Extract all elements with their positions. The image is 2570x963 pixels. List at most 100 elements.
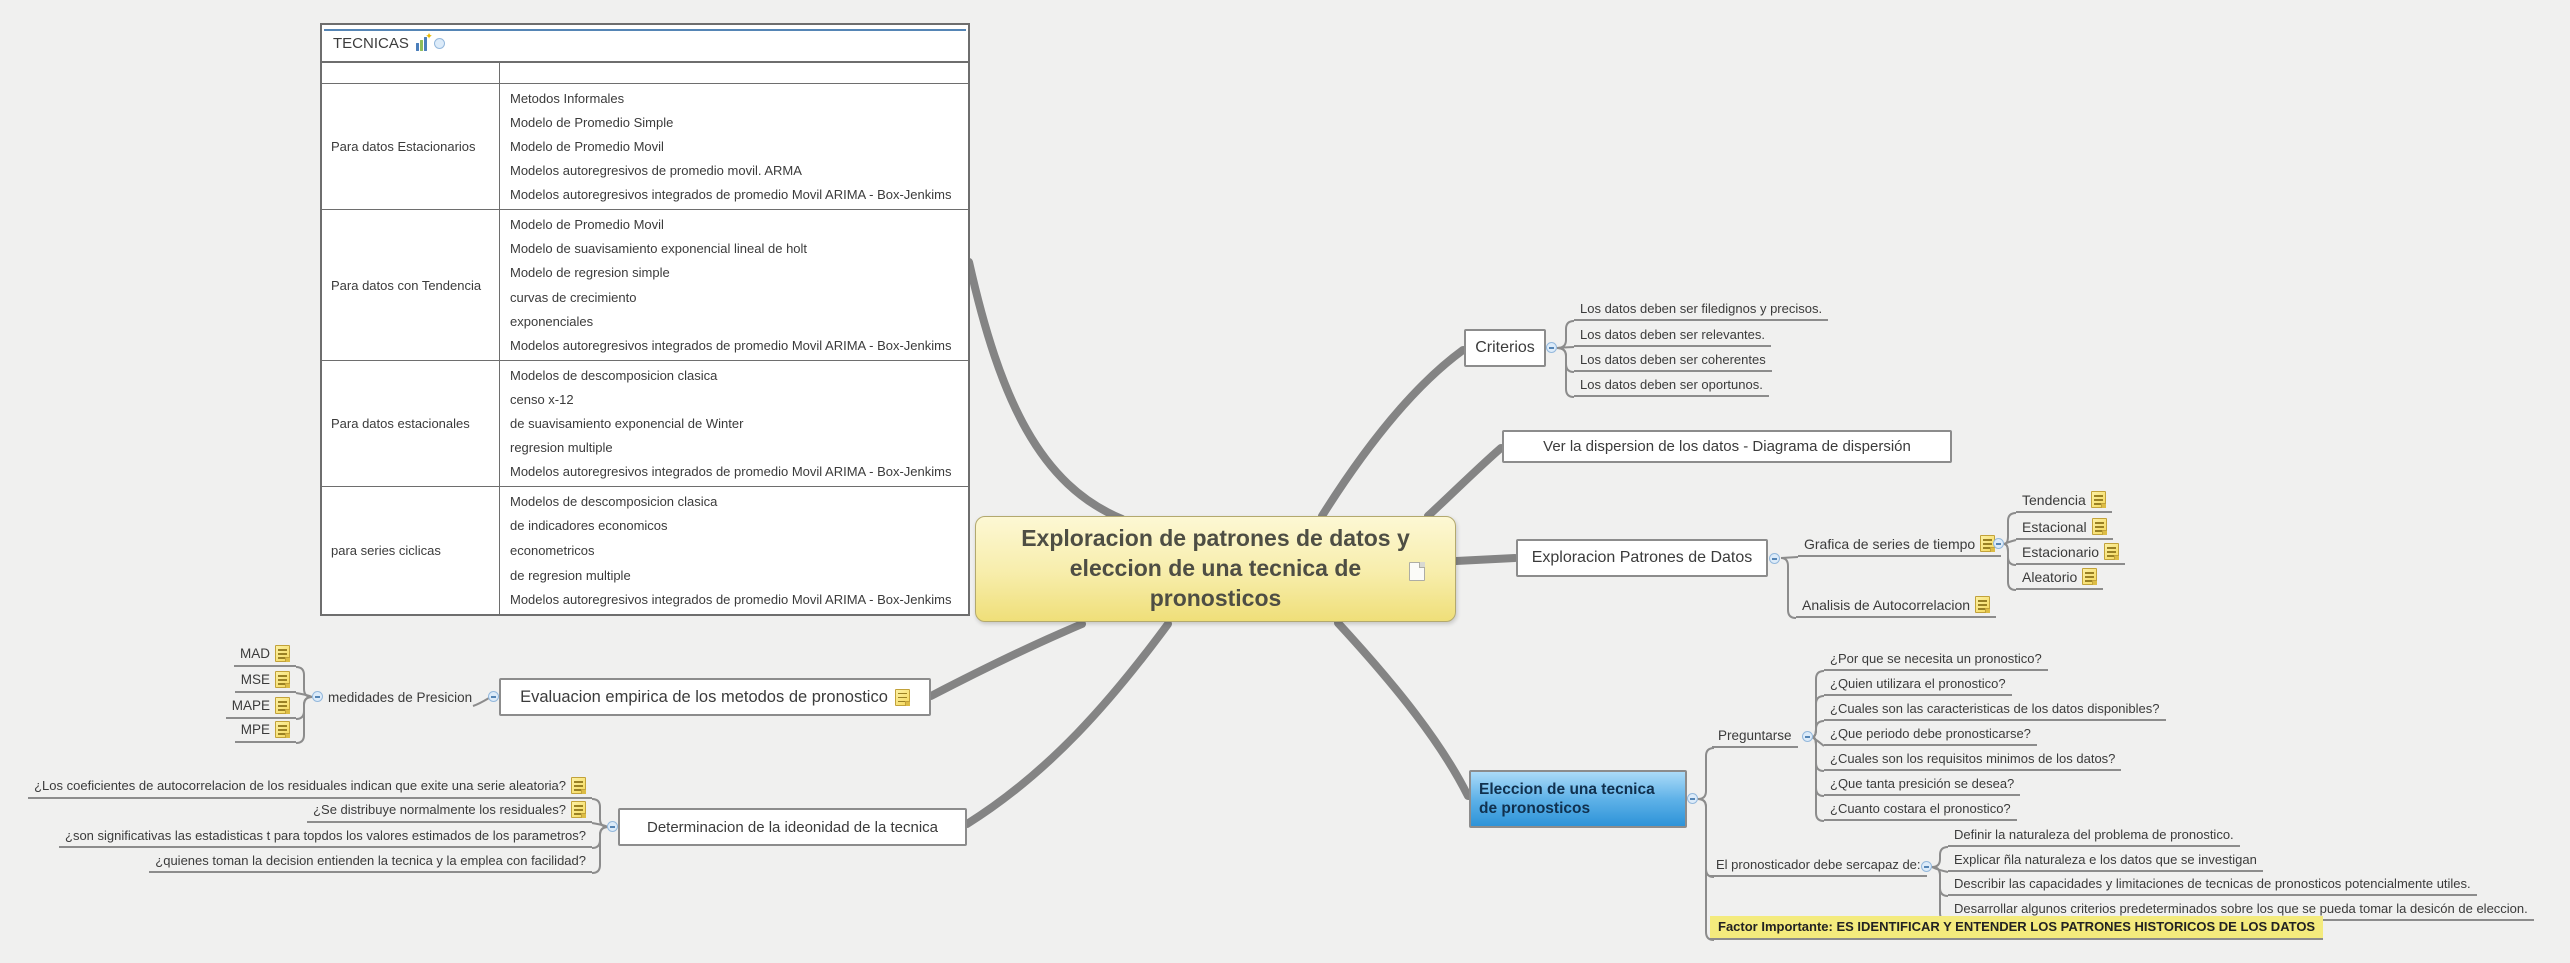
capacidad-item[interactable]: Describir las capacidades y limitaciones…	[1948, 874, 2477, 896]
pregunta-item[interactable]: ¿Por que se necesita un pronostico?	[1824, 649, 2048, 671]
note-icon[interactable]	[571, 777, 586, 794]
table-item: Metodos Informales	[510, 90, 625, 106]
table-item: Modelo de Promedio Simple	[510, 114, 674, 130]
table-item: censo x-12	[510, 391, 574, 407]
pattern-item[interactable]: Estacional	[2016, 516, 2113, 540]
pregunta-item[interactable]: ¿Que tanta presición se desea?	[1824, 774, 2021, 796]
collapse-minus-icon[interactable]	[1921, 861, 1932, 872]
table-row-tendencia: Para datos con Tendencia Modelo de Prome…	[322, 210, 968, 361]
question-item[interactable]: ¿son significativas las estadisticas t p…	[59, 826, 592, 848]
central-topic[interactable]: Exploracion de patrones de datos y elecc…	[975, 516, 1456, 622]
collapse-minus-icon[interactable]	[312, 691, 323, 702]
collapse-minus-icon[interactable]	[488, 691, 499, 702]
criterio-item[interactable]: Los datos deben ser oportunos.	[1574, 375, 1769, 397]
note-icon[interactable]	[275, 697, 290, 714]
pattern-item[interactable]: Estacionario	[2016, 541, 2126, 565]
criterios-node[interactable]: Criterios	[1464, 329, 1546, 367]
table-item: curvas de crecimiento	[510, 289, 637, 305]
note-icon[interactable]	[2082, 568, 2098, 585]
table-item: Modelos autoregresivos de promedio movil…	[510, 163, 802, 179]
table-item: Modelos autoregresivos integrados de pro…	[510, 338, 952, 354]
criterio-item[interactable]: Los datos deben ser coherentes	[1574, 350, 1772, 372]
table-item: de indicadores economicos	[510, 518, 668, 534]
factor-importante-node[interactable]: Factor Importante: ES IDENTIFICAR Y ENTE…	[1710, 916, 2324, 940]
page-icon[interactable]	[1409, 562, 1425, 581]
tecnicas-title: TECNICAS	[333, 34, 409, 52]
metric-item[interactable]: MSE	[234, 669, 296, 693]
collapse-minus-icon[interactable]	[1769, 553, 1780, 564]
pregunta-item[interactable]: ¿Cuanto costara el pronostico?	[1824, 799, 2017, 821]
evaluacion-label: Evaluacion empirica de los metodos de pr…	[520, 687, 888, 706]
tecnicas-header: TECNICAS ✦	[322, 25, 968, 63]
row-label: Para datos con Tendencia	[322, 210, 500, 360]
pregunta-item[interactable]: ¿Quien utilizara el pronostico?	[1824, 674, 2012, 696]
pregunta-item[interactable]: ¿Que periodo debe pronosticarse?	[1824, 724, 2037, 746]
metric-item[interactable]: MPE	[234, 719, 296, 743]
collapse-minus-icon[interactable]	[1687, 793, 1698, 804]
collapse-minus-icon[interactable]	[1993, 538, 2004, 549]
dispersion-node[interactable]: Ver la dispersion de los datos - Diagram…	[1502, 430, 1952, 463]
medidas-node[interactable]: medidades de Presicion	[328, 690, 473, 705]
collapse-minus-icon[interactable]	[433, 37, 445, 49]
exploracion-label: Exploracion Patrones de Datos	[1531, 549, 1753, 566]
pronosticador-node[interactable]: El pronosticador debe sercapaz de:	[1710, 855, 1927, 877]
preguntarse-node[interactable]: Preguntarse	[1712, 726, 1798, 748]
table-item: Modelos de descomposicion clasica	[510, 493, 718, 509]
note-icon[interactable]	[275, 671, 290, 688]
table-item: Modelo de suavisamiento exponencial line…	[510, 240, 808, 256]
note-icon[interactable]	[1975, 596, 1991, 613]
note-icon[interactable]	[275, 645, 290, 662]
evaluacion-node[interactable]: Evaluacion empirica de los metodos de pr…	[499, 678, 931, 716]
table-item: de suavisamiento exponencial de Winter	[510, 415, 744, 431]
collapse-minus-icon[interactable]	[1546, 342, 1557, 353]
note-icon[interactable]	[2104, 543, 2120, 560]
branch-center-to-evaluacion	[927, 620, 1086, 700]
table-item: Modelo de Promedio Movil	[510, 216, 664, 232]
branch-center-to-eleccion	[1334, 619, 1472, 800]
question-item[interactable]: ¿Los coeficientes de autocorrelacion de …	[28, 775, 592, 799]
criterio-item[interactable]: Los datos deben ser filedignos y preciso…	[1574, 299, 1829, 321]
question-item[interactable]: ¿quienes toman la decision entienden la …	[149, 851, 592, 873]
note-icon[interactable]	[275, 721, 290, 738]
capacidad-item[interactable]: Definir la naturaleza del problema de pr…	[1948, 825, 2240, 847]
table-item: Modelos autoregresivos integrados de pro…	[510, 187, 952, 203]
determinacion-node[interactable]: Determinacion de la ideonidad de la tecn…	[618, 808, 967, 846]
note-icon[interactable]	[894, 688, 910, 706]
pattern-item[interactable]: Tendencia	[2016, 489, 2112, 513]
table-item: Modelo de Promedio Movil	[510, 138, 664, 154]
metric-item[interactable]: MAPE	[225, 695, 296, 719]
question-item[interactable]: ¿Se distribuye normalmente los residuale…	[307, 799, 592, 823]
note-icon[interactable]	[2091, 518, 2107, 535]
pregunta-item[interactable]: ¿Cuales son los requisitos minimos de lo…	[1824, 749, 2122, 771]
collapse-minus-icon[interactable]	[607, 821, 618, 832]
determinacion-label: Determinacion de la ideonidad de la tecn…	[646, 818, 939, 836]
table-row-estacionarios: Para datos Estacionarios Metodos Informa…	[322, 84, 968, 210]
tecnicas-table-node[interactable]: TECNICAS ✦ Para datos Estacionarios Meto…	[320, 23, 970, 616]
autocorrelacion-node[interactable]: Analisis de Autocorrelacion	[1796, 594, 1997, 618]
capacidad-item[interactable]: Explicar ñla naturaleza e los datos que …	[1948, 850, 2263, 872]
metric-item[interactable]: MAD	[234, 643, 296, 667]
table-item: Modelo de regresion simple	[510, 265, 670, 281]
dispersion-label: Ver la dispersion de los datos - Diagram…	[1543, 438, 1911, 455]
table-item: Modelos de descomposicion clasica	[510, 367, 718, 383]
pregunta-item[interactable]: ¿Cuales son las caracteristicas de los d…	[1824, 699, 2166, 721]
note-icon[interactable]	[571, 801, 586, 818]
exploracion-node[interactable]: Exploracion Patrones de Datos	[1516, 539, 1768, 577]
table-item: Modelos autoregresivos integrados de pro…	[510, 464, 952, 480]
note-icon[interactable]	[2090, 491, 2106, 508]
grafica-node[interactable]: Grafica de series de tiempo	[1798, 533, 2002, 557]
branch-center-to-table	[965, 258, 1126, 523]
collapse-minus-icon[interactable]	[1802, 731, 1813, 742]
table-row-estacionales: Para datos estacionales Modelos de desco…	[322, 361, 968, 487]
table-item: Modelos autoregresivos integrados de pro…	[510, 592, 952, 608]
table-item: econometricos	[510, 542, 595, 558]
pattern-item[interactable]: Aleatorio	[2016, 566, 2104, 590]
branch-center-to-dispersion	[1424, 444, 1505, 520]
table-item: exponenciales	[510, 313, 594, 329]
eleccion-node[interactable]: Eleccion de una tecnica de pronosticos	[1469, 770, 1687, 828]
branch-center-to-determinacion	[963, 620, 1172, 828]
criterio-item[interactable]: Los datos deben ser relevantes.	[1574, 325, 1772, 347]
branch-center-to-criterios	[1318, 346, 1467, 520]
